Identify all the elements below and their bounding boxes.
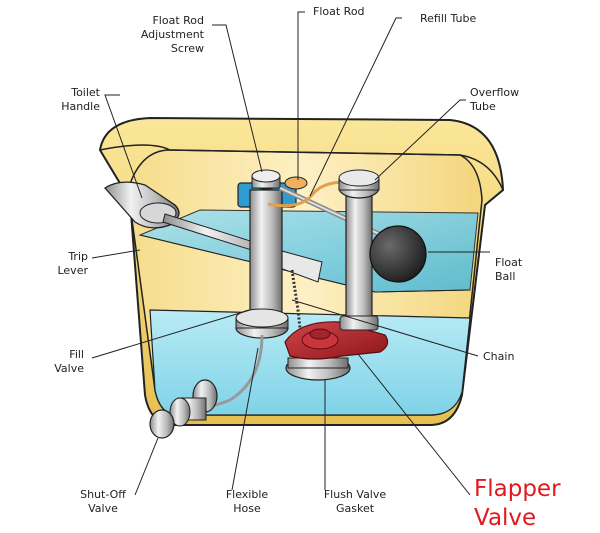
- refill-tube-part: [267, 180, 346, 208]
- label-overflow-tube: Overflow Tube: [470, 86, 520, 113]
- label-refill-tube: Refill Tube: [420, 12, 477, 25]
- chain-part: [290, 269, 302, 329]
- label-chain: Chain: [483, 350, 515, 363]
- flush-valve-part: [285, 355, 351, 381]
- flapper-valve-part: [284, 321, 389, 360]
- overflow-tube-part: [338, 169, 380, 321]
- label-float-rod-adjustment-screw: Float Rod Adjustment Screw: [140, 14, 204, 55]
- leader-lines: [91, 11, 490, 496]
- overflow-base: [339, 315, 379, 331]
- float-ball-part: [369, 225, 427, 283]
- fill-valve-part: [235, 169, 297, 339]
- label-flapper-valve: Flapper Valve: [474, 476, 561, 531]
- label-trip-lever: Trip Lever: [57, 250, 88, 277]
- label-float-rod: Float Rod: [313, 5, 365, 18]
- label-toilet-handle: Toilet Handle: [61, 86, 100, 113]
- label-float-ball: Float Ball: [495, 256, 523, 283]
- tank-rim: [99, 144, 504, 191]
- water-upper-front: [139, 234, 471, 293]
- label-fill-valve: Fill Valve: [54, 348, 84, 375]
- adjustment-screw-part: [284, 176, 308, 190]
- toilet-handle-part: [104, 181, 180, 229]
- label-shut-off-valve: Shut-Off Valve: [80, 488, 126, 515]
- label-flush-valve-gasket: Flush Valve Gasket: [323, 488, 387, 515]
- shut-off-valve-part: [149, 379, 218, 439]
- label-flexible-hose: Flexible Hose: [225, 488, 269, 515]
